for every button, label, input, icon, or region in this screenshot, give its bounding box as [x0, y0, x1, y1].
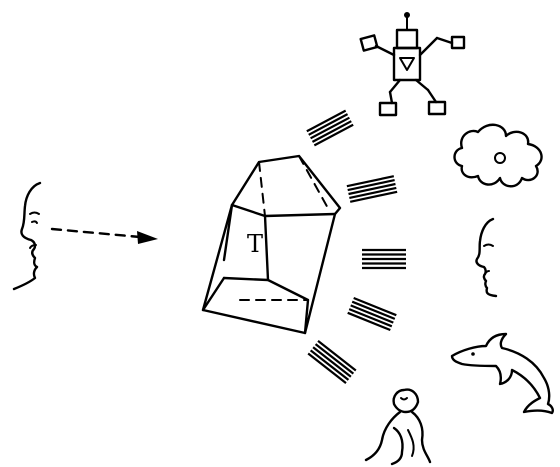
- dolphin-icon: [452, 334, 553, 413]
- amoeba-icon: [455, 125, 542, 187]
- signal-bar-group-3: [362, 250, 406, 268]
- target-face-icon: [476, 219, 496, 296]
- monkey-icon: [366, 390, 430, 464]
- gaze-arrow: [52, 229, 158, 244]
- signal-bar-group-1: [307, 111, 353, 146]
- signal-bar-group-4: [348, 298, 397, 330]
- box-label: T: [247, 230, 263, 258]
- t-box: T: [203, 156, 340, 333]
- signal-bar-group-5: [308, 341, 356, 383]
- arrow-head: [137, 231, 158, 244]
- observer-face-icon: [14, 183, 40, 289]
- signal-bar-group-2: [347, 176, 397, 202]
- robot-icon: [361, 12, 464, 115]
